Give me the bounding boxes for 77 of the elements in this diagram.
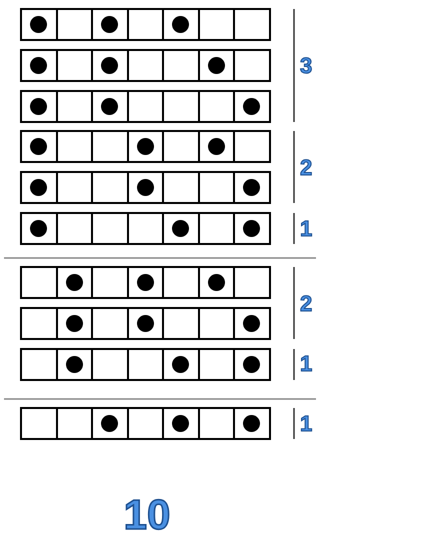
grid-cell: [56, 8, 93, 41]
grid-cell: [198, 171, 235, 204]
grid-cell: [56, 90, 93, 123]
grid-cell: [20, 8, 58, 41]
total-number: 10: [124, 494, 170, 536]
grid-cell: [91, 407, 128, 440]
grid-cell: [126, 407, 164, 440]
count-number: 2: [300, 157, 312, 179]
grid-cell: [162, 130, 200, 163]
grid-cell: [233, 90, 270, 123]
grid-cell: [20, 171, 58, 204]
count-number: 1: [300, 353, 312, 375]
grid-cell: [56, 266, 93, 299]
grid-cell: [162, 90, 200, 123]
grid-cell: [91, 266, 128, 299]
count-number: 1: [300, 218, 312, 240]
grid-cell: [20, 407, 58, 440]
grid-cell: [91, 90, 128, 123]
grid-cell: [56, 130, 93, 163]
grid-cell: [233, 8, 270, 41]
grid-cell: [126, 90, 164, 123]
grid-cell: [198, 348, 235, 381]
grid-cell: [233, 266, 270, 299]
grid-cell: [126, 348, 164, 381]
grid-cell: [56, 407, 93, 440]
count-number: 2: [300, 293, 312, 315]
grid-cell: [20, 212, 58, 245]
grid-cell: [162, 49, 200, 82]
grid-cell: [20, 49, 58, 82]
grid-cell: [91, 130, 128, 163]
grid-cell: [233, 407, 270, 440]
grid-cell: [162, 407, 200, 440]
grid-cell: [91, 307, 128, 340]
grid-cell: [56, 348, 93, 381]
grid-cell: [20, 307, 58, 340]
grid-cell: [20, 348, 58, 381]
grid-cell: [162, 348, 200, 381]
grid-cell: [56, 171, 93, 204]
grid-cell: [126, 171, 164, 204]
grid-cell: [198, 307, 235, 340]
grid-cell: [126, 130, 164, 163]
grid-cell: [56, 49, 93, 82]
grid-cell: [162, 171, 200, 204]
grid-cell: [198, 266, 235, 299]
grid-cell: [198, 90, 235, 123]
grid-cell: [20, 90, 58, 123]
grid-cell: [162, 266, 200, 299]
grid-cell: [126, 266, 164, 299]
grid-cell: [20, 266, 58, 299]
grid-cell: [91, 212, 128, 245]
grid-cell: [126, 307, 164, 340]
grid-cell: [233, 212, 270, 245]
grid-cell: [56, 212, 93, 245]
grid-cell: [198, 130, 235, 163]
grid-cell: [91, 8, 128, 41]
grid-cell: [198, 49, 235, 82]
grid-cell: [91, 49, 128, 82]
grid-cell: [198, 212, 235, 245]
grid-cell: [233, 171, 270, 204]
count-number: 3: [300, 55, 312, 77]
grid-cell: [198, 407, 235, 440]
grid-cell: [162, 212, 200, 245]
grid-cell: [233, 130, 270, 163]
grid-cell: [56, 307, 93, 340]
grid-cell: [162, 307, 200, 340]
grid-cell: [233, 348, 270, 381]
grid-cell: [198, 8, 235, 41]
count-number: 1: [300, 413, 312, 435]
grid-cell: [126, 8, 164, 41]
grid-cell: [233, 307, 270, 340]
grid-cell: [126, 212, 164, 245]
grid-cell: [91, 171, 128, 204]
grid-cell: [233, 49, 270, 82]
grid-cell: [91, 348, 128, 381]
grid-cell: [20, 130, 58, 163]
grid-cell: [162, 8, 200, 41]
grid-cell: [126, 49, 164, 82]
